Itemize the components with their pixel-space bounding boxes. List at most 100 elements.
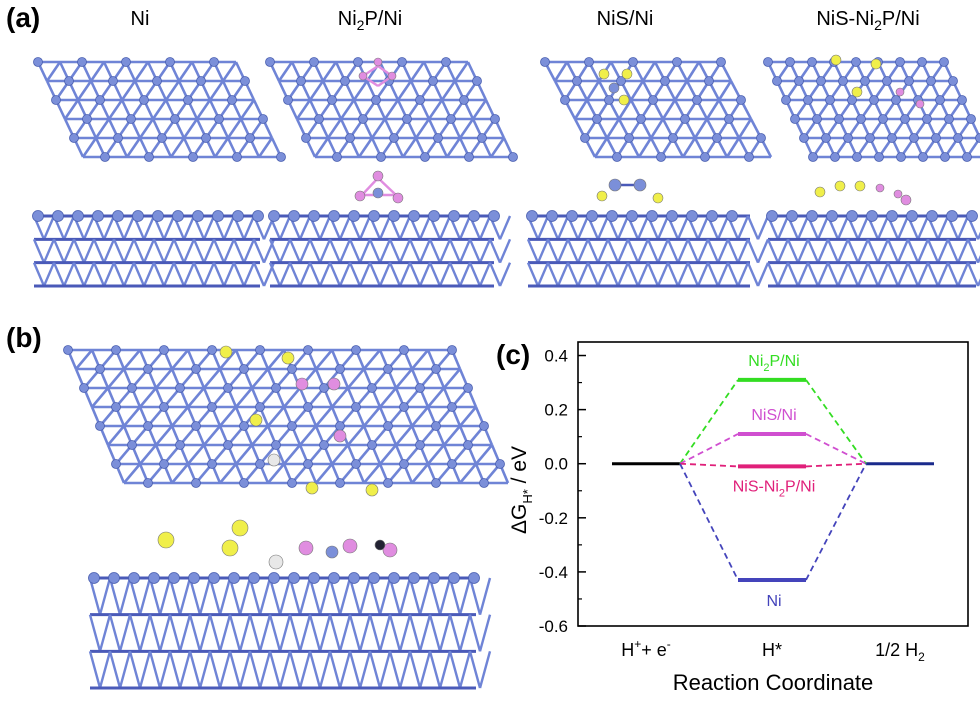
ni-bond bbox=[411, 406, 429, 427]
ni-bond bbox=[686, 262, 700, 287]
ni-bond bbox=[726, 262, 740, 287]
ni-bond bbox=[428, 577, 442, 615]
ni-bond bbox=[152, 238, 166, 264]
s-atom bbox=[830, 54, 842, 66]
ni-bond bbox=[171, 406, 189, 427]
ni-bond bbox=[786, 238, 800, 264]
ni-atom bbox=[232, 210, 244, 222]
ni-bond bbox=[139, 444, 157, 465]
ni-atom bbox=[348, 210, 360, 222]
ni-atom bbox=[431, 478, 441, 488]
connector-line bbox=[805, 462, 867, 468]
ni-atom bbox=[428, 76, 438, 86]
ni-bond bbox=[546, 238, 560, 264]
ni-atom bbox=[72, 210, 84, 222]
ni-bond bbox=[318, 238, 332, 264]
ni-bond bbox=[746, 238, 760, 264]
ni-atom bbox=[459, 95, 469, 105]
ni-atom bbox=[891, 95, 901, 105]
ni-atom bbox=[807, 57, 817, 67]
ni-atom bbox=[847, 95, 857, 105]
ni-atom bbox=[882, 76, 892, 86]
ni-bond bbox=[299, 425, 317, 446]
ni-atom bbox=[672, 57, 682, 67]
p-atom bbox=[875, 183, 885, 193]
ni-bond bbox=[313, 137, 330, 158]
ni-bond bbox=[178, 651, 192, 689]
ni-atom bbox=[128, 572, 140, 584]
ni-bond bbox=[308, 262, 322, 287]
ni-bond bbox=[606, 238, 620, 264]
ni-bond bbox=[676, 215, 690, 240]
panel-a-label: (a) bbox=[6, 2, 41, 33]
ni-atom bbox=[239, 421, 249, 431]
ni-bond bbox=[576, 238, 590, 264]
ni-bond bbox=[98, 614, 112, 652]
ni-bond bbox=[258, 577, 272, 615]
ni-atom bbox=[319, 440, 329, 450]
ni-bond bbox=[187, 387, 205, 408]
ni-bond bbox=[98, 577, 112, 615]
ni-bond bbox=[438, 262, 452, 287]
ni-atom bbox=[616, 76, 626, 86]
ni-bond bbox=[916, 238, 930, 264]
ni-bond bbox=[536, 262, 550, 287]
ni-bond bbox=[396, 80, 413, 101]
panel-b-label: (b) bbox=[6, 322, 42, 353]
ni-atom bbox=[191, 478, 201, 488]
ni-bond bbox=[278, 651, 292, 689]
ni-bond bbox=[107, 368, 125, 389]
ni-bond bbox=[171, 349, 189, 370]
ni-bond bbox=[268, 651, 282, 689]
ni-bond bbox=[318, 215, 332, 240]
ni-bond bbox=[268, 238, 282, 264]
ni-bond bbox=[298, 614, 312, 652]
ni-bond bbox=[856, 262, 870, 287]
ni-atom bbox=[239, 364, 249, 374]
ni-atom bbox=[834, 114, 844, 124]
ni-bond bbox=[348, 614, 362, 652]
ni-atom bbox=[763, 57, 773, 67]
ni-bond bbox=[666, 262, 680, 287]
ni-atom bbox=[852, 152, 862, 162]
s-atom bbox=[814, 186, 826, 198]
ni-bond bbox=[148, 577, 162, 615]
ni-bond bbox=[573, 99, 589, 120]
ni-bond bbox=[438, 651, 452, 689]
ni-bond bbox=[637, 137, 653, 158]
ni-atom bbox=[948, 76, 958, 86]
ni-atom bbox=[495, 459, 505, 469]
y-tick-label: 0.2 bbox=[544, 401, 568, 420]
struct-title-nis: NiS/Ni bbox=[596, 8, 654, 30]
ni-bond bbox=[716, 262, 730, 287]
ni-bond bbox=[295, 99, 312, 120]
ni-atom bbox=[127, 440, 137, 450]
ni-atom bbox=[52, 210, 64, 222]
ni-bond bbox=[252, 262, 266, 287]
ni-atom bbox=[319, 383, 329, 393]
ni-atom bbox=[159, 402, 169, 412]
ni-bond bbox=[298, 215, 312, 240]
ni-bond bbox=[526, 238, 540, 264]
ni-bond bbox=[172, 238, 186, 264]
ni-atom bbox=[838, 76, 848, 86]
ni-bond bbox=[536, 238, 550, 264]
s-atom bbox=[219, 345, 233, 359]
ni-bond bbox=[92, 238, 106, 264]
ni-bond bbox=[448, 577, 462, 615]
ni-bond bbox=[438, 577, 452, 615]
ni-atom bbox=[335, 364, 345, 374]
ni-bond bbox=[232, 262, 246, 287]
ni-bond bbox=[696, 238, 710, 264]
ni-bond bbox=[108, 577, 122, 615]
ni-atom bbox=[69, 133, 79, 143]
ni-bond bbox=[138, 614, 152, 652]
ni-bond bbox=[408, 577, 422, 615]
ni-atom bbox=[111, 459, 121, 469]
ni-atom bbox=[572, 76, 582, 86]
ni-bond bbox=[886, 262, 900, 287]
ni-atom bbox=[887, 133, 897, 143]
ni-bond bbox=[45, 61, 62, 82]
ni-bond bbox=[796, 215, 810, 240]
ni-bond bbox=[816, 262, 830, 287]
